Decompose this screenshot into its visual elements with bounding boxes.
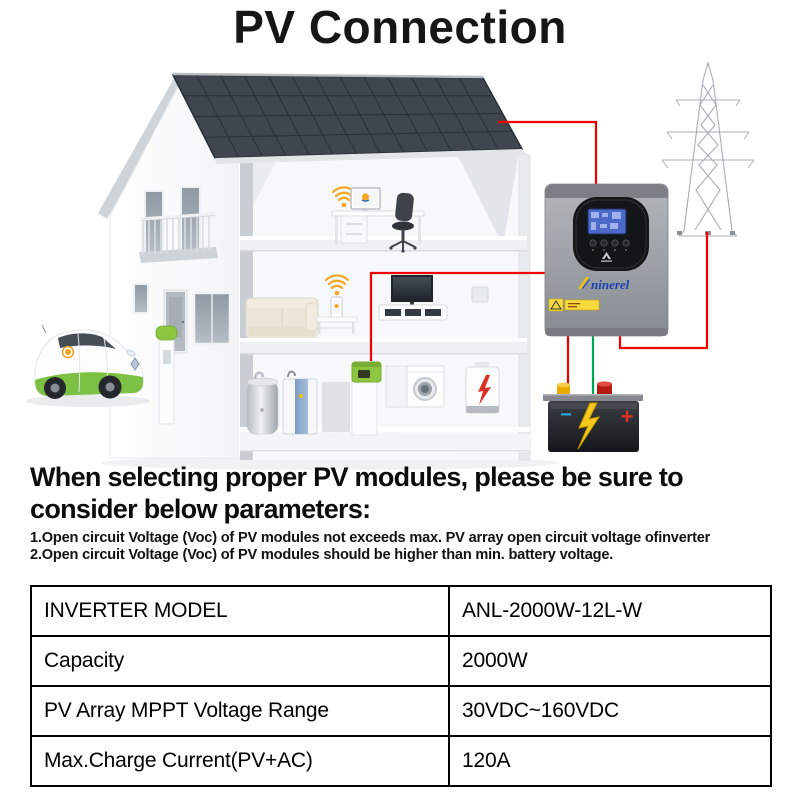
car-windows bbox=[58, 333, 116, 349]
car-brand-badge bbox=[130, 357, 140, 371]
roof-eave-fascia bbox=[215, 149, 523, 164]
power-storage-unit bbox=[465, 362, 500, 414]
floor-slab-ground bbox=[240, 427, 530, 452]
note-line-2: 2.Open circuit Voltage (Voc) of PV modul… bbox=[30, 547, 614, 564]
battery-terminal-red bbox=[597, 384, 612, 395]
desk bbox=[331, 210, 425, 244]
boiler bbox=[282, 370, 318, 435]
warning-label bbox=[548, 298, 600, 312]
pv-connection-illustration: ninerel − + bbox=[26, 61, 755, 470]
house-illustration bbox=[26, 72, 560, 470]
table-row: INVERTER MODEL ANL-2000W-12L-W bbox=[30, 585, 772, 637]
inverter-top-cap bbox=[545, 184, 668, 198]
battery-lightning-icon bbox=[577, 402, 601, 450]
spec-label: PV Array MPPT Voltage Range bbox=[30, 685, 450, 737]
wifi-icon bbox=[324, 274, 350, 296]
balcony-slab bbox=[139, 247, 218, 263]
solar-panel-grid bbox=[183, 74, 513, 158]
car-headlight bbox=[126, 349, 136, 357]
home-inverter-pillar bbox=[351, 361, 382, 436]
green-wallbox bbox=[351, 361, 382, 383]
car-shadow bbox=[26, 395, 150, 407]
ground-small-window bbox=[133, 283, 149, 314]
balcony-railing bbox=[140, 212, 216, 255]
attic-workspace bbox=[331, 186, 425, 253]
wire-inverter-to-home bbox=[369, 271, 546, 361]
battery-unit: − + bbox=[543, 381, 643, 452]
roof-rake-edge bbox=[98, 73, 184, 219]
note-line-1: 1.Open circuit Voltage (Voc) of PV modul… bbox=[30, 530, 711, 547]
spec-value: 30VDC~160VDC bbox=[448, 685, 772, 737]
brand-logo: ninerel bbox=[578, 276, 630, 292]
red-lightning-icon bbox=[478, 375, 491, 405]
spec-label: Capacity bbox=[30, 635, 450, 687]
tv-set bbox=[378, 275, 448, 321]
washing-machine bbox=[406, 365, 445, 408]
inverter-buttons bbox=[589, 239, 630, 251]
wall-socket bbox=[471, 286, 489, 303]
wall-recess bbox=[322, 382, 350, 432]
battery-plus-symbol: + bbox=[621, 404, 634, 429]
table-row: Max.Charge Current(PV+AC) 120A bbox=[30, 735, 772, 787]
battery-terminal-yellow bbox=[557, 385, 570, 395]
spec-label: INVERTER MODEL bbox=[30, 585, 450, 637]
page-title: PV Connection bbox=[233, 1, 567, 53]
table-row: Capacity 2000W bbox=[30, 635, 772, 687]
ground-large-window bbox=[192, 291, 232, 346]
living-room bbox=[245, 274, 489, 338]
floor-slab-attic bbox=[240, 236, 527, 252]
monitor-logo bbox=[362, 193, 369, 201]
utility-room bbox=[246, 361, 500, 436]
spec-value: 120A bbox=[448, 735, 772, 787]
coffee-table bbox=[316, 316, 358, 334]
water-heater bbox=[246, 371, 279, 435]
spec-value: 2000W bbox=[448, 635, 772, 687]
spec-table: INVERTER MODEL ANL-2000W-12L-W Capacity … bbox=[30, 585, 772, 787]
wire-pv-to-inverter bbox=[498, 120, 598, 186]
battery-minus-symbol: − bbox=[560, 404, 572, 426]
transmission-tower bbox=[661, 61, 755, 237]
table-row: PV Array MPPT Voltage Range 30VDC~160VDC bbox=[30, 685, 772, 737]
solar-roof bbox=[171, 72, 524, 164]
ev-car bbox=[26, 324, 150, 407]
attic-left-slope bbox=[253, 161, 276, 206]
lightning-A-logo-icon bbox=[578, 276, 589, 290]
charging-post bbox=[155, 325, 178, 425]
wire-inverter-to-grid bbox=[618, 232, 709, 350]
brand-text: ninerel bbox=[591, 277, 630, 292]
inverter-unit: ninerel bbox=[544, 183, 669, 337]
inverter-panel-logo bbox=[601, 252, 612, 262]
balcony bbox=[139, 186, 218, 263]
attic-ceiling-slope bbox=[458, 151, 519, 246]
advisory-heading: When selecting proper PV modules, please… bbox=[30, 462, 684, 524]
spec-value: ANL-2000W-12L-W bbox=[448, 585, 772, 637]
roof-ridge-cap bbox=[172, 72, 484, 79]
office-chair bbox=[389, 192, 417, 253]
right-outer-wall bbox=[518, 149, 531, 461]
floor-slab-middle bbox=[240, 338, 527, 355]
spec-label: Max.Charge Current(PV+AC) bbox=[30, 735, 450, 787]
inverter-lcd bbox=[587, 208, 627, 235]
cabinet bbox=[385, 365, 408, 408]
warning-triangle-icon bbox=[550, 300, 562, 310]
advisory-block: When selecting proper PV modules, please… bbox=[30, 462, 772, 563]
sofa bbox=[245, 297, 319, 338]
smartphone bbox=[330, 296, 343, 319]
